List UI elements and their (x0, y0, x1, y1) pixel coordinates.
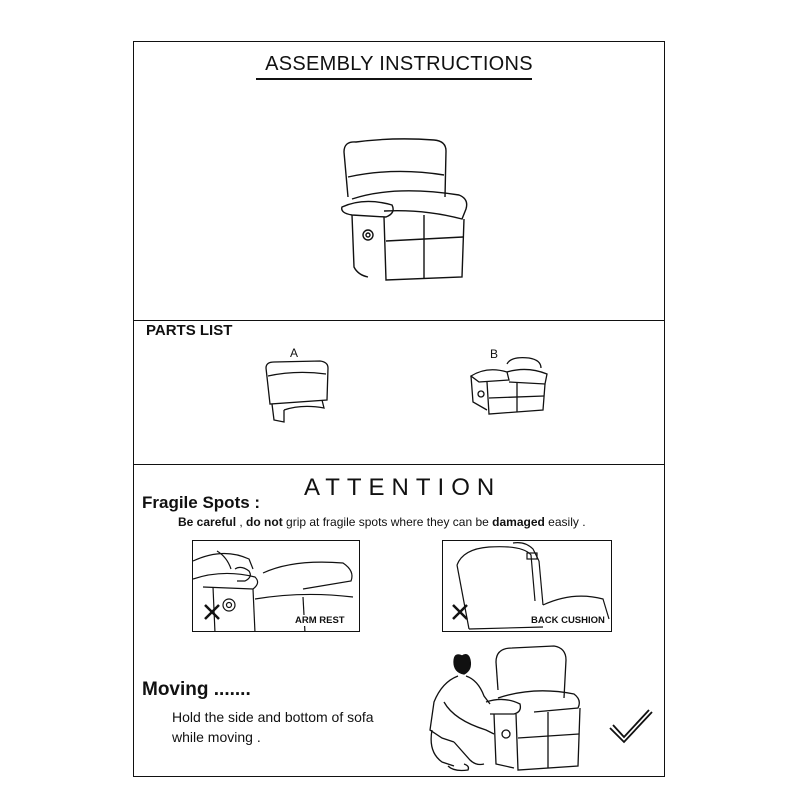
part-b-seat-icon (469, 356, 548, 415)
wrong-mark-icon (452, 604, 468, 620)
warning-damaged: damaged (492, 515, 545, 529)
back-cushion-label: BACK CUSHION (529, 615, 607, 626)
parts-list-title: PARTS LIST (146, 322, 233, 339)
warning-part: grip at fragile spots where they can be (282, 515, 493, 529)
arm-rest-illustration (193, 550, 354, 631)
moving-instruction-line1: Hold the side and bottom of sofa (172, 709, 374, 725)
fragile-spots-title: Fragile Spots : (142, 493, 261, 512)
back-cushion-panel: BACK CUSHION (442, 540, 612, 632)
instruction-sheet: ASSEMBLY INSTRUCTIONS PARTS LIST A B (133, 41, 665, 777)
part-a-label: A (290, 346, 299, 360)
moving-instruction-line2: while moving . (172, 729, 261, 745)
section-divider (134, 320, 664, 321)
recliner-illustration (341, 138, 468, 281)
wrong-mark-icon (204, 604, 220, 620)
warning-part: easily . (544, 515, 586, 529)
warning-part: , (236, 515, 247, 529)
arm-rest-panel: ARM REST (192, 540, 360, 632)
arm-rest-label: ARM REST (293, 615, 347, 626)
warning-do-not: do not (246, 515, 283, 529)
warning-be-careful: Be careful (178, 515, 237, 529)
person-moving-recliner-illustration (429, 645, 581, 772)
section-divider (134, 464, 664, 465)
check-mark-icon (609, 709, 653, 744)
attention-heading: ATTENTION (304, 474, 502, 501)
part-b-label: B (490, 347, 499, 361)
part-a-backrest-icon (265, 360, 329, 423)
page-title: ASSEMBLY INSTRUCTIONS (265, 53, 533, 75)
fragile-warning-text: Be careful , do not grip at fragile spot… (178, 515, 586, 529)
title-underline (256, 78, 532, 80)
moving-title: Moving ....... (142, 679, 251, 700)
